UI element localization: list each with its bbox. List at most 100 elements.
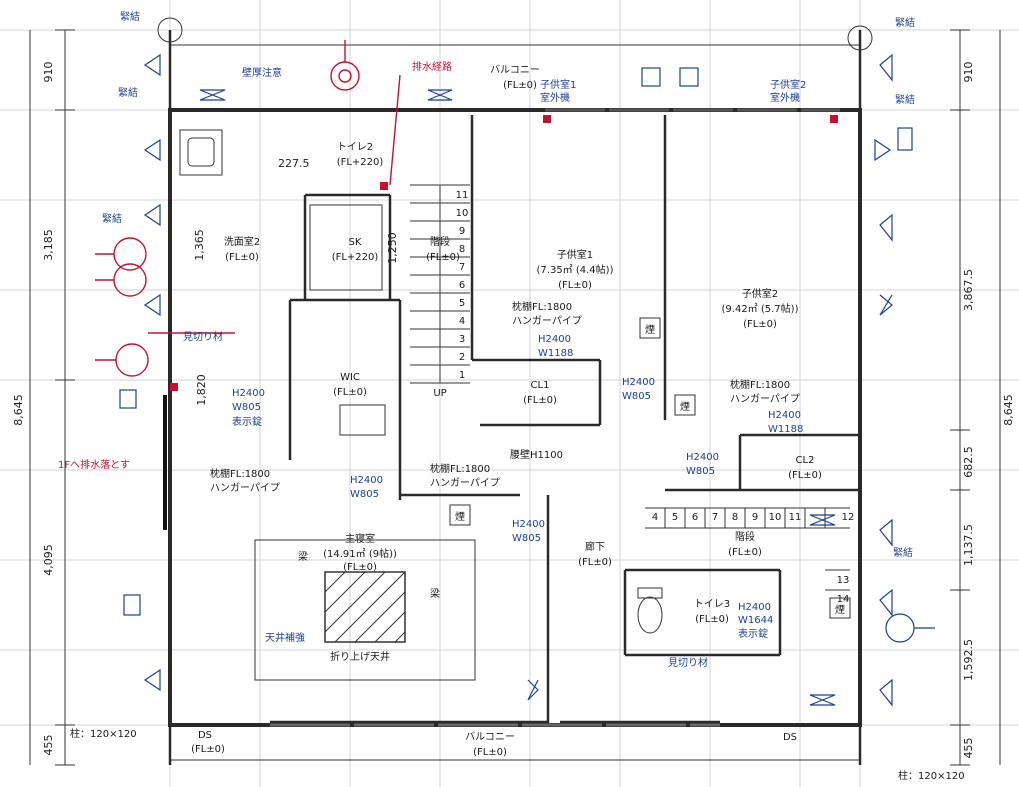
door-cl2-w: W1188 (768, 424, 803, 435)
cl1-fl: (FL±0) (523, 395, 557, 406)
door-child1-h: H2400 (622, 377, 655, 388)
stair2-step-4: 4 (652, 512, 658, 523)
koshikabe-label: 腰壁H1100 (510, 448, 563, 461)
hallway-fl: (FL±0) (578, 557, 612, 568)
mikiri-label-2: 見切り材 (668, 656, 708, 669)
child2-area: (9.42㎡ (5.7帖)) (722, 302, 799, 315)
dim-right-1592: 1,592.5 (962, 639, 975, 681)
child1-fl: (FL±0) (558, 280, 592, 291)
drain-down-label: 1Fへ排水落とす (58, 458, 130, 471)
hallway-name: 廊下 (585, 540, 605, 553)
stair2-step-5: 5 (672, 512, 678, 523)
door-hall-h: H2400 (512, 519, 545, 530)
dim-right-682: 682.5 (962, 446, 975, 478)
beam-label-1: 梁 (298, 550, 308, 563)
kinko-label-2: 緊結 (118, 86, 138, 99)
stair2-step-14: 14 (837, 594, 850, 605)
ds-left-fl: (FL±0) (191, 744, 225, 755)
stair-step-2: 2 (459, 352, 465, 363)
kinko-label-3: 緊結 (102, 212, 122, 225)
wic-shelf-2: ハンガーパイプ (210, 482, 280, 494)
dim-1820-label: 1,820 (195, 374, 208, 406)
door-master-w: W805 (350, 489, 379, 500)
kinko-label-5: 緊結 (895, 93, 915, 106)
kinko-label-1: 緊結 (120, 10, 140, 23)
cl1-shelf-1: 枕棚FL:1800 (512, 300, 572, 313)
door-toilet3-h: H2400 (738, 602, 771, 613)
door-cl2-h: H2400 (768, 410, 801, 421)
stair-up-label: UP (433, 388, 446, 399)
ceiling-reinforce-label: 天井補強 (265, 631, 305, 644)
door-wic-lock: 表示錠 (232, 415, 262, 428)
dim-left-3185: 3,185 (42, 229, 55, 261)
stair2-step-13: 13 (837, 575, 850, 586)
stair-step-11: 11 (456, 190, 469, 201)
smoke-detectors: 煙 煙 煙 煙 (449, 317, 851, 619)
master-area: (14.91㎡ (9帖)) (323, 547, 397, 560)
dim-left-total: 8,645 (12, 394, 25, 426)
exterior-walls (157, 17, 873, 765)
kinko-label-4: 緊結 (895, 16, 915, 29)
dim-right-455: 455 (962, 738, 975, 759)
door-toilet3-lock: 表示錠 (738, 627, 768, 640)
wic-fl: (FL±0) (333, 387, 367, 398)
stairs-name: 階段 (430, 235, 450, 248)
stair-step-5: 5 (459, 298, 465, 309)
dim-1365-label: 1,365 (193, 229, 206, 261)
stair-step-6: 6 (459, 280, 465, 291)
dim-1250-label: 1,250 (386, 232, 399, 264)
dim-right-total: 8,645 (1002, 394, 1015, 426)
sk-fl: (FL+220) (332, 252, 379, 263)
dim-right-910: 910 (962, 62, 975, 83)
door-hall-w: W805 (512, 533, 541, 544)
main-stair-numbers: 1 2 3 4 5 6 7 8 9 10 11 UP (433, 190, 468, 399)
stair-step-10: 10 (456, 208, 469, 219)
stair2-step-8: 8 (732, 512, 738, 523)
toilet2-name: トイレ2 (337, 142, 373, 153)
wic-shelf-1: 枕棚FL:1800 (210, 467, 270, 480)
stair-step-3: 3 (459, 334, 465, 345)
drain-symbols (95, 40, 838, 391)
pillar-right-label: 柱：120×120 (898, 769, 965, 782)
child2-outdoor-unit-2: 室外機 (770, 91, 800, 104)
mikiri-label-1: 見切り材 (183, 330, 223, 343)
master-fl: (FL±0) (343, 562, 377, 573)
stair-step-7: 7 (459, 262, 465, 273)
stairs2-fl: (FL±0) (728, 547, 762, 558)
wic-name: WIC (340, 372, 360, 383)
door-wic-h: H2400 (232, 388, 265, 399)
beam-label-2: 梁 (430, 587, 440, 600)
stair2-step-7: 7 (712, 512, 718, 523)
stairs-fl: (FL±0) (426, 252, 460, 263)
master-shelf-2: ハンガーパイプ (430, 477, 500, 489)
cl2-fl: (FL±0) (788, 470, 822, 481)
cl1-name: CL1 (531, 380, 550, 391)
stair2-step-10: 10 (769, 512, 782, 523)
ds-right-name: DS (783, 732, 797, 743)
dim-left-455: 455 (42, 735, 55, 756)
stair2-step-12: 12 (842, 512, 855, 523)
cl1-shelf-2: ハンガーパイプ (512, 315, 582, 327)
master-ceiling (254, 539, 476, 681)
smoke-4: 煙 (835, 604, 845, 616)
stair-step-1: 1 (459, 370, 465, 381)
fixtures (179, 129, 663, 634)
toilet3-name: トイレ3 (694, 599, 730, 610)
child1-outdoor-unit: 子供室1 (540, 78, 576, 91)
door-child2-w: W805 (686, 466, 715, 477)
interior-walls (270, 115, 860, 725)
dim-227-label: 227.5 (278, 157, 310, 170)
balcony-top-fl: (FL±0) (503, 80, 537, 91)
exhaust-symbols (885, 613, 935, 643)
master-shelf-1: 枕棚FL:1800 (430, 462, 490, 475)
washroom2-fl: (FL±0) (225, 252, 259, 263)
child1-name: 子供室1 (557, 248, 593, 261)
cl2-shelf-2: ハンガーパイプ (730, 393, 800, 405)
child2-fl: (FL±0) (743, 319, 777, 330)
toilet3-fl: (FL±0) (695, 614, 729, 625)
ds-left-name: DS (198, 730, 212, 741)
smoke-1: 煙 (645, 324, 655, 336)
dim-right-1137: 1,137.5 (962, 524, 975, 566)
child1-area: (7.35㎡ (4.4帖)) (537, 263, 614, 276)
